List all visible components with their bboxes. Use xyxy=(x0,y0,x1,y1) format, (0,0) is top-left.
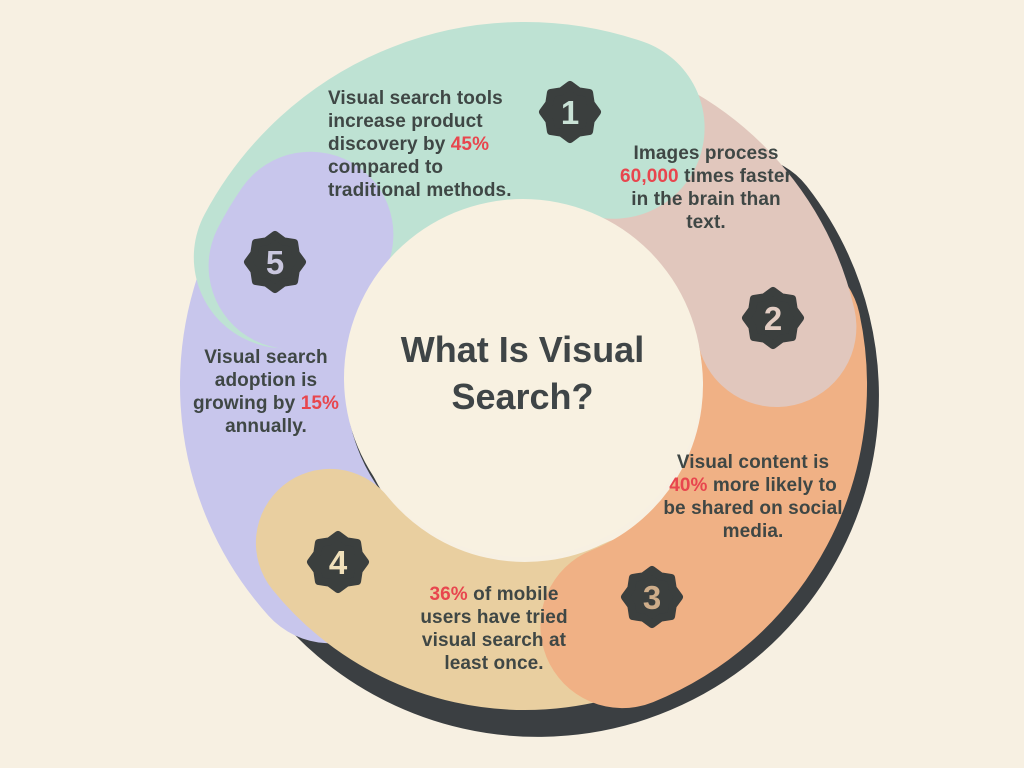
fact-4-highlight: 36% xyxy=(429,584,468,605)
badge-5-seal-icon xyxy=(244,231,306,293)
badge-3-number: 3 xyxy=(643,579,661,616)
fact-1-post: compared to traditional methods. xyxy=(328,156,512,201)
badge-5-number: 5 xyxy=(266,244,284,281)
badge-1-number: 1 xyxy=(561,94,579,131)
badge-3: 3 xyxy=(621,566,683,628)
fact-2-pre: Images process xyxy=(633,143,779,164)
fact-3-pre: Visual content is xyxy=(676,452,830,473)
fact-5-highlight: 15% xyxy=(300,392,340,414)
fact-text-5: Visual search adoption is growing by 15%… xyxy=(185,347,347,439)
badge-4-seal-icon xyxy=(307,531,369,593)
badge-4: 4 xyxy=(307,531,369,593)
badge-5: 5 xyxy=(244,231,306,293)
badge-2-number: 2 xyxy=(764,300,782,337)
badge-4-number: 4 xyxy=(329,544,348,581)
fact-1-pre: Visual search tools increase product dis… xyxy=(328,88,503,155)
fact-1-highlight: 45% xyxy=(450,133,490,155)
fact-3-post: more likely to be shared on social media… xyxy=(663,474,843,542)
badge-2-seal-icon xyxy=(742,287,804,349)
fact-4-post: of mobile users have tried visual search… xyxy=(420,584,568,674)
fact-text-1: Visual search tools increase product dis… xyxy=(328,88,526,203)
badge-3-seal-icon xyxy=(621,566,683,628)
fact-text-4: 36% of mobile users have tried visual se… xyxy=(404,584,584,676)
fact-text-2: Images process 60,000 times faster in th… xyxy=(616,143,796,235)
fact-5-pre: Visual search adoption is growing by xyxy=(192,347,328,414)
fact-2-post: times faster in the brain than text. xyxy=(631,165,792,233)
center-circle xyxy=(344,199,702,557)
fact-text-3: Visual content is 40% more likely to be … xyxy=(663,452,843,544)
badge-1: 1 xyxy=(539,81,601,143)
badge-1-seal-icon xyxy=(539,81,601,143)
fact-5-post: annually. xyxy=(225,415,307,437)
fact-2-highlight: 60,000 xyxy=(620,165,679,187)
badge-2: 2 xyxy=(742,287,804,349)
page-title: What Is Visual Search? xyxy=(400,329,645,417)
fact-3-highlight: 40% xyxy=(669,474,708,496)
